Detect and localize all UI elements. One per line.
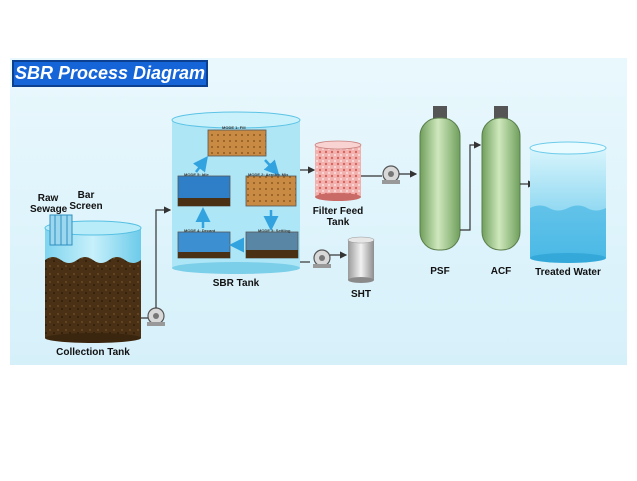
mode-aerobic-label: MODE 2: Aerobic Mix <box>248 172 289 177</box>
mode-decant-label: MODE 4: Decant <box>184 228 216 233</box>
bar-screen <box>49 214 73 246</box>
mode-fill-label: MODE 1: Fill <box>222 125 246 130</box>
sbr-tank <box>171 111 301 274</box>
treated-water-label: Treated Water <box>535 267 601 278</box>
sbr-tank-label: SBR Tank <box>212 278 260 289</box>
psf-vessel <box>419 106 461 251</box>
sht-vessel <box>347 236 375 283</box>
pump-icon <box>313 249 331 268</box>
raw-sewage-label: Raw Sewage <box>30 193 68 215</box>
mode-idle-label: MODE 5: Idle <box>184 172 209 177</box>
filter-feed-tank <box>314 140 362 201</box>
diagram-title: SBR Process Diagram <box>14 63 206 83</box>
cycle-arrow <box>193 156 208 173</box>
flow-arrow <box>460 141 482 231</box>
treated-water-tank <box>529 141 607 263</box>
cycle-arrow <box>263 159 280 176</box>
flow-arrow <box>155 206 172 308</box>
title-banner: SBR Process Diagram <box>12 60 208 87</box>
mode-settling-label: MODE 3: Settling <box>258 228 291 233</box>
acf-label: ACF <box>490 266 512 277</box>
filter-feed-tank-label: Filter Feed Tank <box>312 206 364 228</box>
pump-icon <box>382 165 400 184</box>
psf-label: PSF <box>430 266 450 277</box>
collection-tank-label: Collection Tank <box>56 347 130 358</box>
acf-vessel <box>481 106 521 251</box>
bar-screen-label: Bar Screen <box>69 190 103 212</box>
collection-tank <box>44 220 142 343</box>
pump-icon <box>147 307 165 326</box>
sht-label: SHT <box>351 289 371 300</box>
